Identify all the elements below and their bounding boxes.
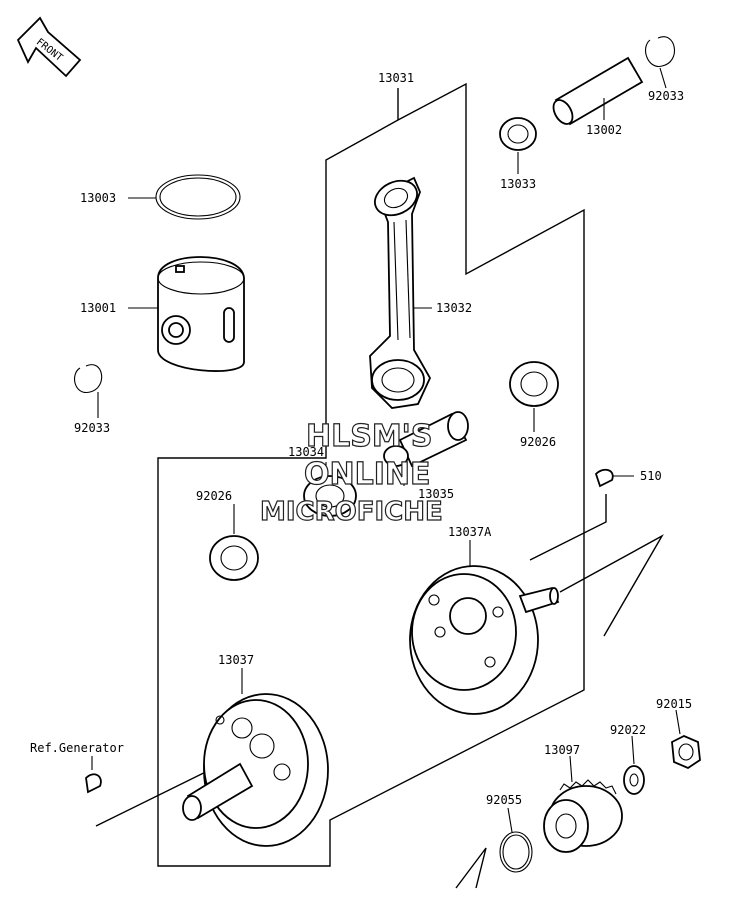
label-92055: 92055	[486, 793, 522, 807]
nut-92015	[671, 735, 701, 770]
assembly-outline	[157, 82, 585, 867]
watermark-line-1: HLSM'S	[306, 419, 432, 454]
piston-13001	[157, 256, 245, 372]
piston-ring-13003	[155, 174, 241, 220]
label-13031: 13031	[378, 71, 414, 85]
leader-lines	[91, 67, 681, 833]
label-92022: 92022	[610, 723, 646, 737]
watermark-line-2: ONLINE	[304, 457, 431, 492]
label-92033-left: 92033	[74, 421, 110, 435]
label-13034: 13034	[288, 445, 324, 459]
o-ring-92055	[499, 831, 533, 873]
crank-pin-13035	[383, 411, 469, 468]
washer-92026-left	[209, 535, 259, 581]
washer-92026-right	[509, 361, 559, 407]
label-92026-left: 92026	[196, 489, 232, 503]
needle-bearing-13033	[499, 117, 537, 151]
connecting-rod-13032	[369, 176, 432, 409]
label-13035: 13035	[418, 487, 454, 501]
label-92026-right: 92026	[520, 435, 556, 449]
needle-bearing-13034	[303, 475, 357, 517]
generator-key	[85, 773, 102, 794]
label-13032: 13032	[436, 301, 472, 315]
part-labels: 13031 13002 92033 13033 13003 13001 1303…	[30, 71, 692, 807]
label-13037A: 13037A	[448, 525, 492, 539]
watermark: HLSM'S ONLINE MICROFICHE	[259, 418, 443, 527]
label-13037: 13037	[218, 653, 254, 667]
label-13002: 13002	[586, 123, 622, 137]
washer-92022	[623, 765, 645, 795]
front-arrow-icon: FRONT	[16, 16, 82, 78]
label-ref-generator: Ref.Generator	[30, 741, 124, 755]
circlip-92033-left	[74, 364, 103, 393]
label-510: 510	[640, 469, 662, 483]
gear-13097	[543, 779, 623, 853]
key-510	[594, 468, 614, 488]
circlip-92033-top	[645, 36, 676, 67]
label-92015: 92015	[656, 697, 692, 711]
crankshaft-right-13037A	[409, 565, 560, 715]
label-92033-top: 92033	[648, 89, 684, 103]
label-13001: 13001	[80, 301, 116, 315]
label-13097: 13097	[544, 743, 580, 757]
label-13003: 13003	[80, 191, 116, 205]
watermark-line-3: MICROFICHE	[260, 497, 443, 527]
crankshaft-left-13037	[182, 693, 329, 847]
label-13033: 13033	[500, 177, 536, 191]
piston-pin-13002	[552, 56, 644, 126]
